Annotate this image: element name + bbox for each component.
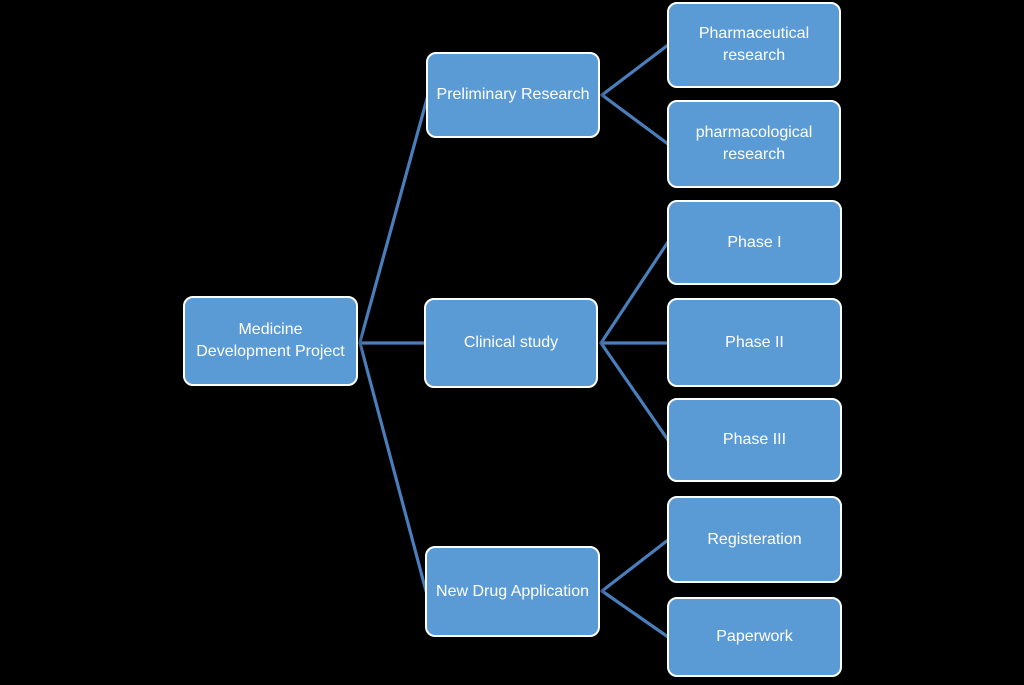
- connector-preliminary-pharma: [600, 43, 670, 97]
- connector-root-preliminary: [358, 93, 430, 344]
- node-clinical-study: Clinical study: [424, 298, 598, 388]
- connector-clinical-phase1: [599, 240, 670, 345]
- node-new-drug-application: New Drug Application: [425, 546, 600, 637]
- node-registeration: Registeration: [667, 496, 842, 583]
- node-medicine-development-project: Medicine Development Project: [183, 296, 358, 386]
- connector-root-nda: [358, 341, 428, 593]
- connector-nda-registeration: [600, 538, 670, 593]
- node-phase-3: Phase III: [667, 398, 842, 482]
- node-pharmacological-research: pharmacological research: [667, 100, 841, 188]
- connector-nda-paperwork: [600, 589, 670, 639]
- node-pharmaceutical-research: Pharmaceutical research: [667, 2, 841, 88]
- node-preliminary-research: Preliminary Research: [426, 52, 600, 138]
- node-phase-1: Phase I: [667, 200, 842, 285]
- node-paperwork: Paperwork: [667, 597, 842, 677]
- connector-preliminary-pharmaco: [600, 93, 670, 146]
- node-phase-2: Phase II: [667, 298, 842, 387]
- connector-clinical-phase3: [599, 341, 670, 442]
